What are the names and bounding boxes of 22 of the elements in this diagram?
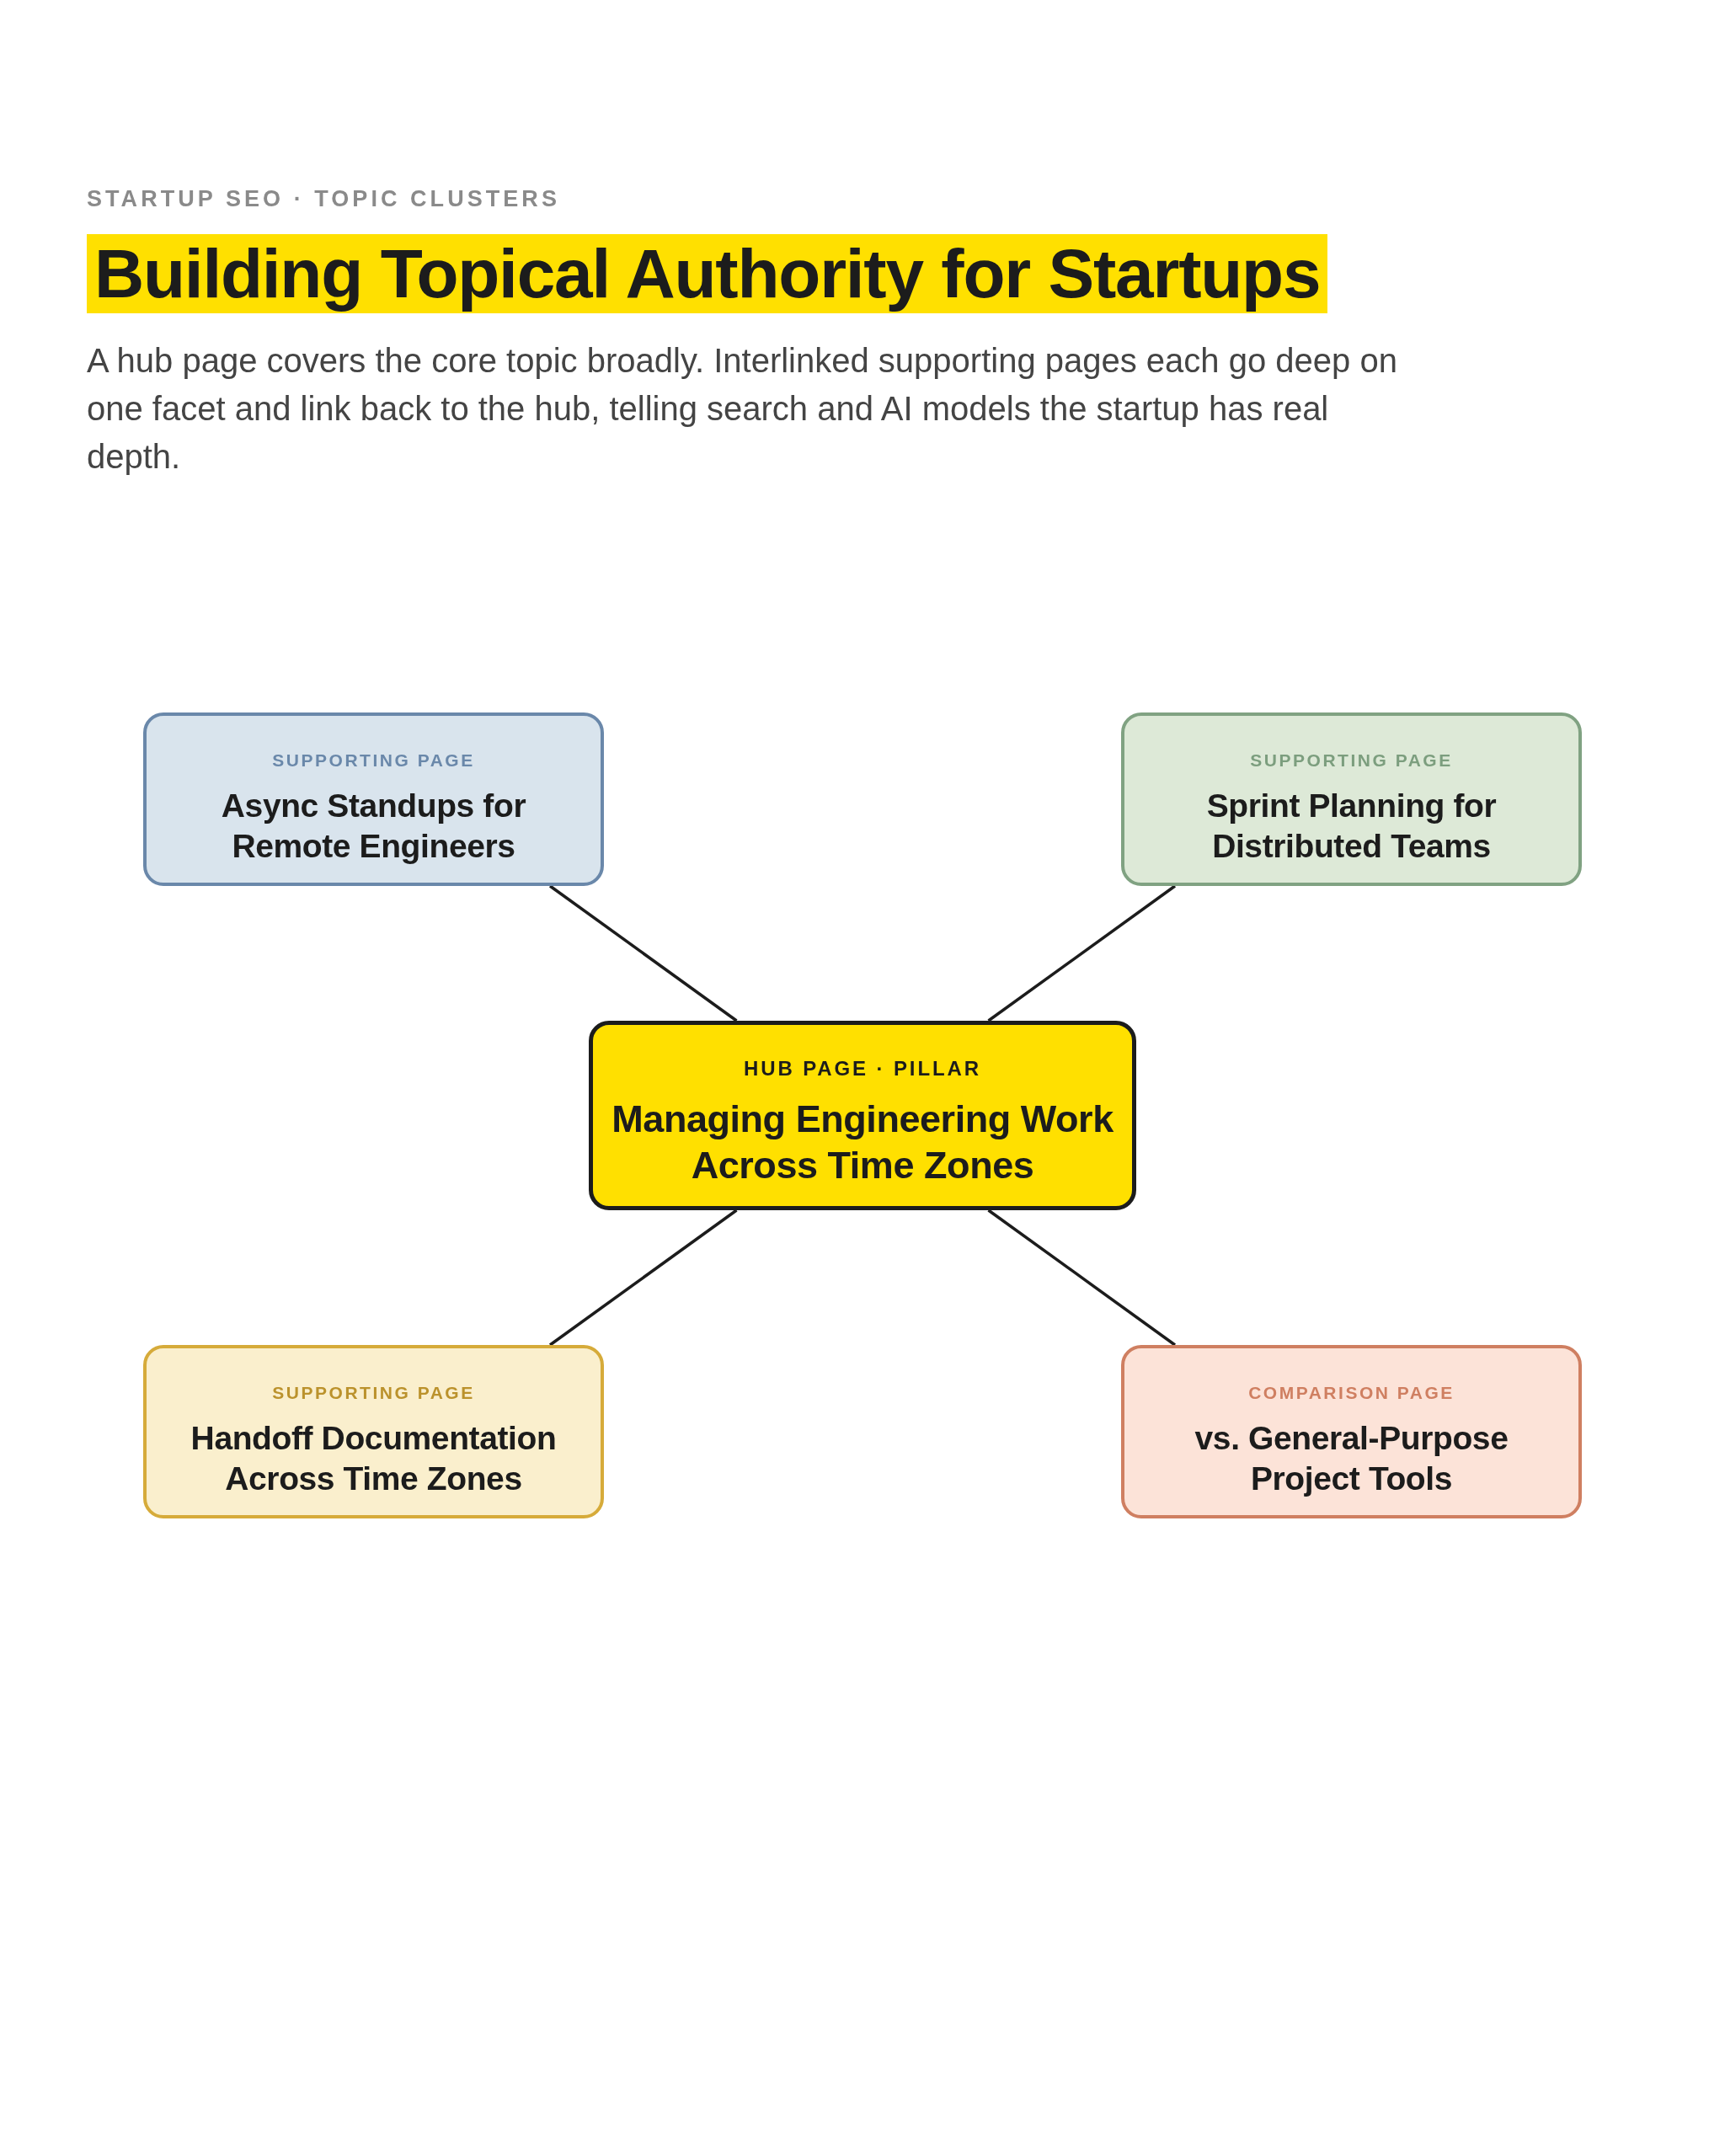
card-title: Async Standups for Remote Engineers xyxy=(220,787,527,866)
category-label: SUPPORTING PAGE xyxy=(1250,751,1453,769)
topic-card xyxy=(1121,712,1582,886)
category-label: SUPPORTING PAGE xyxy=(272,1384,475,1401)
connector-line xyxy=(548,1209,738,1347)
connector-line xyxy=(987,1209,1177,1347)
topic-card xyxy=(143,712,604,886)
topic-card xyxy=(1121,1345,1582,1518)
intro-paragraph: A hub page covers the core topic broadly. Interlinked supporting pages each go deep on one facet and link back to the hub, telling search and AI models the startup has real depth. xyxy=(87,341,1398,477)
section-eyebrow: STARTUP SEO · TOPIC CLUSTERS xyxy=(87,186,560,211)
category-label: HUB PAGE · PILLAR xyxy=(744,1059,981,1079)
page-title: Building Topical Authority for Startups xyxy=(87,234,1328,313)
card-title: vs. General-Purpose Project Tools xyxy=(1194,1419,1509,1498)
card-title: Handoff Documentation Across Time Zones xyxy=(190,1419,558,1498)
category-label: COMPARISON PAGE xyxy=(1248,1384,1455,1401)
hub-card xyxy=(589,1021,1136,1210)
connector-line xyxy=(548,884,738,1022)
category-label: SUPPORTING PAGE xyxy=(272,751,475,769)
card-title: Managing Engineering Work Across Time Zones xyxy=(611,1097,1114,1188)
topic-card xyxy=(143,1345,604,1518)
card-title: Sprint Planning for Distributed Teams xyxy=(1205,787,1498,866)
connector-line xyxy=(987,884,1177,1022)
